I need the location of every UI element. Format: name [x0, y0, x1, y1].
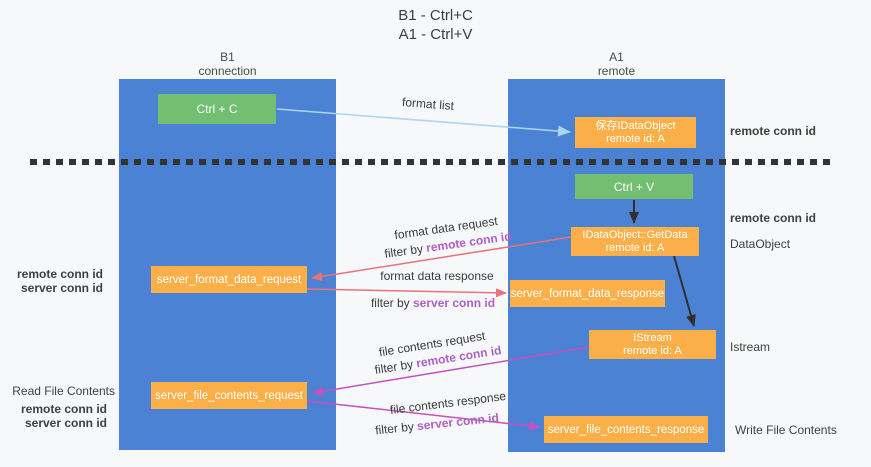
node-ctrl-c: Ctrl + C	[158, 94, 276, 124]
phase-divider-dashed-line	[30, 159, 833, 165]
filter-by-text: filter by	[383, 241, 424, 261]
node-ctrl-v-label: Ctrl + V	[613, 179, 655, 194]
diagram-title: B1 - Ctrl+C A1 - Ctrl+V	[0, 6, 871, 44]
arrow-format-data-response	[306, 288, 507, 298]
node-server-format-data-response: server_format_data_response	[510, 280, 665, 307]
lifeline-header-b1: B1 connection	[119, 50, 336, 78]
lifeline-b1-name: B1	[220, 50, 235, 64]
side-label-remote-conn-id-top: remote conn id	[730, 124, 817, 138]
lifeline-b1-subtitle: connection	[198, 64, 257, 78]
filter-by-text: filter by	[374, 419, 415, 438]
arrow-label-filter-server-1: filter by server conn id	[371, 296, 495, 310]
node-save-dataobject-line1: 保存IDataObject	[595, 119, 676, 132]
node-format-response-label: server_format_data_response	[510, 287, 665, 300]
side-label-server-conn-id-left: server conn id	[20, 281, 103, 295]
node-format-request-label: server_format_data_request	[156, 273, 302, 286]
lifeline-a1-name: A1	[609, 50, 624, 64]
server-conn-id-text: server conn id	[416, 410, 500, 434]
node-ctrl-v: Ctrl + V	[575, 174, 693, 199]
server-conn-id-text: server conn id	[413, 296, 496, 310]
node-server-format-data-request: server_format_data_request	[151, 266, 307, 293]
lifeline-a1-subtitle: remote	[597, 64, 636, 78]
filter-by-text: filter by	[370, 296, 410, 310]
node-getdata-line1: IDataObject::GetData	[582, 228, 688, 241]
node-save-dataobject-line2: remote id: A	[606, 132, 665, 145]
node-istream: IStream remote id: A	[589, 330, 716, 359]
side-label-remote-conn-id-bottom: remote conn id	[20, 402, 107, 416]
side-label-server-conn-id-bottom: server conn id	[24, 416, 107, 430]
arrow-label-format-list: format list	[401, 94, 455, 114]
side-label-remote-conn-id-mid: remote conn id	[730, 211, 817, 225]
node-server-file-contents-response: server_file_contents_response	[544, 416, 708, 443]
node-getdata-line2: remote id: A	[605, 241, 665, 254]
arrow-label-format-data-response: format data response	[380, 269, 494, 283]
node-idataobject-getdata: IDataObject::GetData remote id: A	[571, 227, 699, 256]
side-label-remote-conn-id-left: remote conn id	[16, 267, 103, 281]
node-ctrl-c-label: Ctrl + C	[196, 102, 238, 116]
node-file-request-label: server_file_contents_request	[155, 389, 303, 402]
side-label-write-file-contents: Write File Contents	[735, 423, 837, 437]
node-istream-line1: IStream	[633, 331, 672, 344]
filter-by-text: filter by	[373, 357, 415, 377]
side-label-istream: Istream	[730, 340, 771, 354]
node-file-response-label: server_file_contents_response	[547, 423, 705, 436]
node-save-dataobject: 保存IDataObject remote id: A	[575, 117, 696, 148]
title-line-2: A1 - Ctrl+V	[398, 26, 473, 43]
lifeline-header-a1: A1 remote	[508, 50, 725, 78]
node-istream-line2: remote id: A	[623, 344, 682, 357]
node-server-file-contents-request: server_file_contents_request	[151, 382, 307, 409]
side-label-dataobject: DataObject	[730, 237, 791, 251]
title-line-1: B1 - Ctrl+C	[398, 7, 473, 24]
side-label-read-file-contents: Read File Contents	[12, 384, 115, 398]
